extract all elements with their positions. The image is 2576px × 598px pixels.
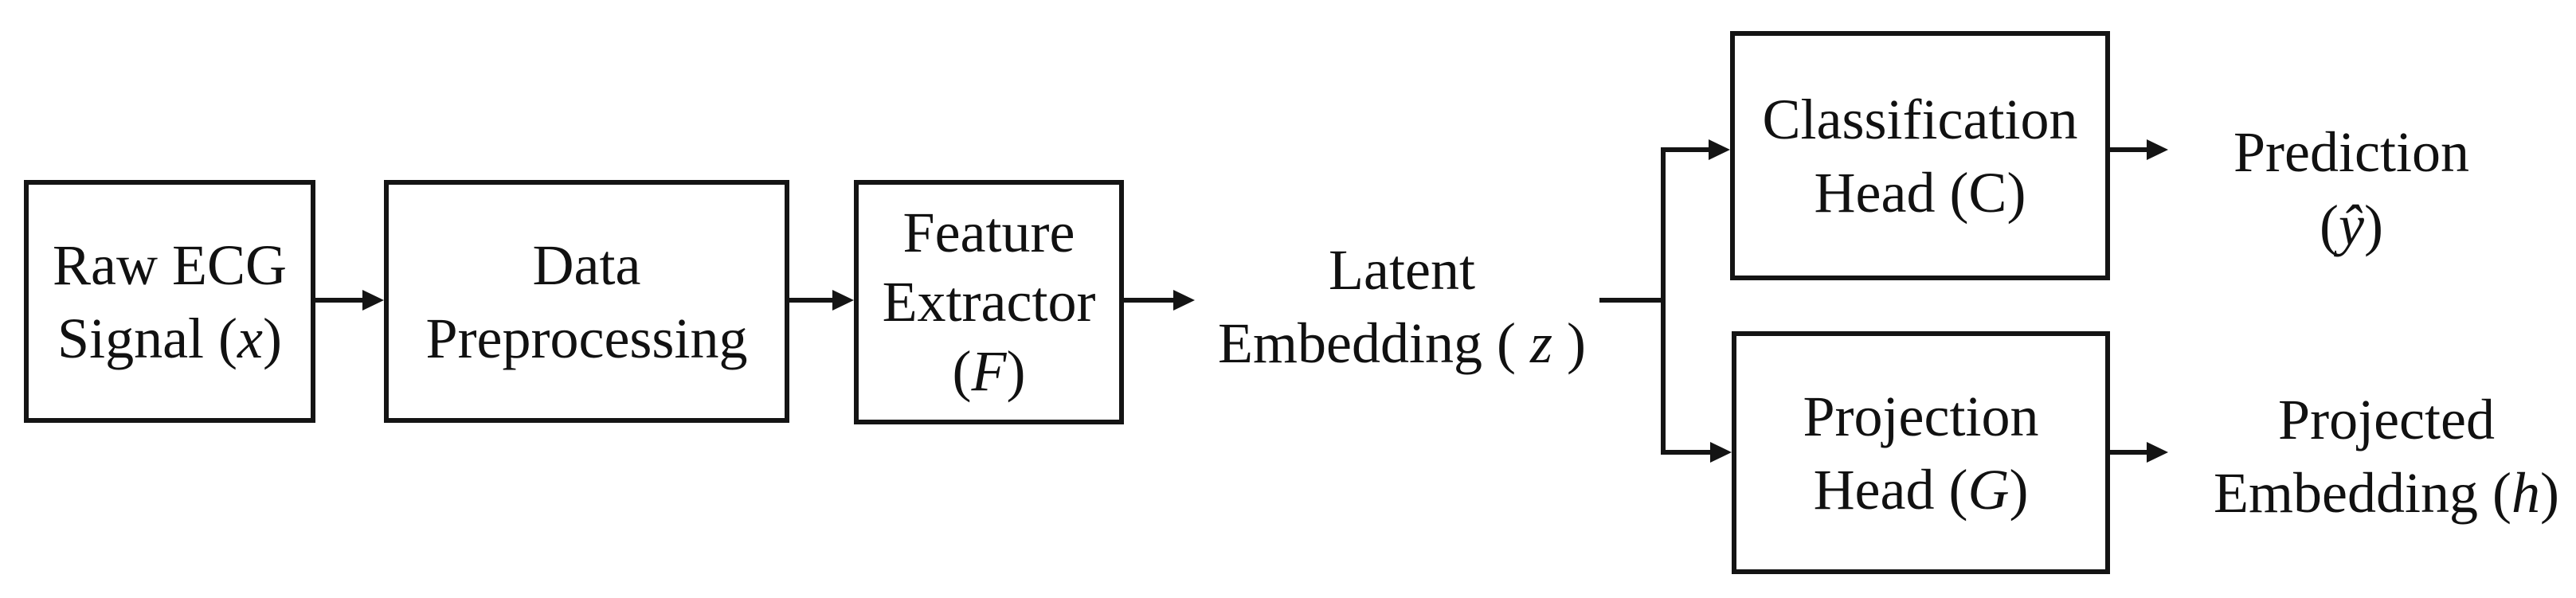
projected-line1-text: Projected — [2278, 388, 2495, 451]
projection-variable-g: G — [1967, 457, 2010, 522]
prediction-line1: Prediction — [2192, 115, 2511, 189]
raw-ecg-variable-x: x — [237, 306, 263, 370]
arrowhead-icon — [1709, 139, 1730, 160]
classification-line1: Classification — [1763, 83, 2078, 156]
branch-vertical-line — [1661, 147, 1666, 455]
feature-extractor-box: Feature Extractor (F) — [854, 180, 1124, 424]
preprocessing-line2: Preprocessing — [426, 302, 748, 375]
projection-head-box: Projection Head (G) — [1732, 331, 2110, 574]
raw-ecg-line2: Signal (x) — [57, 302, 282, 375]
prediction-line2-pre: ( — [2320, 193, 2339, 257]
projection-line2-post: ) — [2009, 457, 2029, 522]
prediction-line1-text: Prediction — [2233, 120, 2469, 184]
arrow-classification-to-prediction-line — [2110, 147, 2147, 152]
preprocessing-line2-text: Preprocessing — [425, 306, 748, 370]
latent-line2-pre: Embedding ( — [1218, 311, 1530, 375]
preprocessing-line1-text: Data — [532, 233, 641, 297]
classification-head-box: Classification Head (C) — [1730, 31, 2110, 280]
arrowhead-icon — [362, 290, 384, 311]
branch-top-line — [1663, 147, 1709, 152]
classification-line2: Head (C) — [1815, 156, 2026, 229]
feature-line1-text: Feature — [902, 201, 1075, 264]
arrowhead-icon — [832, 290, 854, 311]
raw-ecg-line1-text: Raw ECG — [53, 233, 287, 297]
raw-ecg-line2-post: ) — [262, 306, 282, 370]
arrow-feature-to-latent-line — [1124, 298, 1174, 303]
projection-line1-text: Projection — [1803, 384, 2039, 448]
feature-variable-f: F — [971, 339, 1007, 403]
latent-line2-post: ) — [1552, 311, 1586, 375]
projected-line2-post: ) — [2539, 461, 2559, 525]
projected-line2-pre: Embedding ( — [2214, 461, 2511, 525]
arrow-projection-to-projected-line — [2110, 450, 2147, 455]
latent-embedding-label: Latent Embedding ( z ) — [1203, 233, 1601, 380]
arrowhead-icon — [2147, 442, 2168, 463]
arrow-raw-to-preprocessing-line — [315, 298, 364, 303]
classification-line2-text: Head (C) — [1814, 160, 2026, 225]
latent-line1: Latent — [1203, 233, 1601, 307]
classification-line1-text: Classification — [1762, 87, 2078, 151]
projected-embedding-label: Projected Embedding (h) — [2197, 383, 2576, 530]
latent-variable-z: z — [1529, 311, 1552, 375]
feature-line2: Extractor — [883, 268, 1096, 337]
projected-line1: Projected — [2197, 383, 2576, 456]
projection-line1: Projection — [1803, 380, 2039, 453]
feature-line1: Feature — [903, 198, 1075, 268]
projected-line2: Embedding (h) — [2197, 456, 2576, 530]
arrowhead-icon — [2147, 139, 2168, 160]
raw-ecg-signal-box: Raw ECG Signal (x) — [24, 180, 315, 423]
latent-line1-text: Latent — [1329, 238, 1475, 302]
branch-bottom-line — [1663, 450, 1711, 455]
data-preprocessing-box: Data Preprocessing — [384, 180, 789, 423]
raw-ecg-line1: Raw ECG — [53, 229, 287, 302]
raw-ecg-line2-pre: Signal ( — [57, 306, 238, 370]
projection-line2-pre: Head ( — [1813, 457, 1968, 522]
preprocessing-line1: Data — [533, 229, 641, 302]
feature-line3-post: ) — [1006, 339, 1026, 403]
branch-feed-line — [1599, 298, 1666, 303]
arrowhead-icon — [1710, 442, 1732, 463]
latent-line2: Embedding ( z ) — [1203, 307, 1601, 380]
prediction-variable-yhat: ŷ — [2339, 193, 2364, 257]
projected-variable-h: h — [2511, 461, 2540, 525]
feature-line2-text: Extractor — [882, 270, 1096, 334]
arrow-preprocessing-to-feature-line — [789, 298, 834, 303]
arrowhead-icon — [1173, 290, 1195, 311]
prediction-line2-post: ) — [2363, 193, 2383, 257]
prediction-line2: (ŷ) — [2192, 189, 2511, 262]
feature-line3-pre: ( — [952, 339, 972, 403]
prediction-label: Prediction (ŷ) — [2192, 115, 2511, 262]
feature-line3: (F) — [953, 337, 1026, 406]
projection-line2: Head (G) — [1814, 453, 2029, 526]
